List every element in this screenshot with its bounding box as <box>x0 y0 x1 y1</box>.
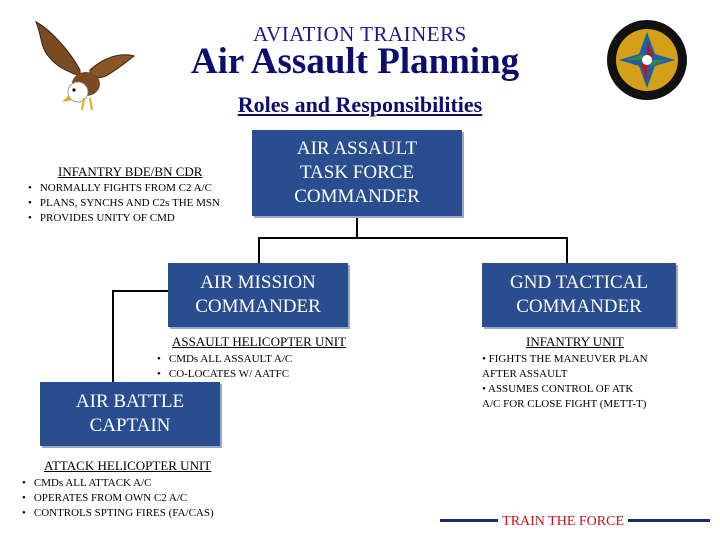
gtc-box: GND TACTICAL COMMANDER <box>482 263 676 327</box>
list-item: NORMALLY FIGHTS FROM C2 A/C <box>28 181 220 196</box>
list-item: CMDs ALL ASSAULT A/C <box>157 352 292 367</box>
infantry-unit-text: • FIGHTS THE MANEUVER PLAN AFTER ASSAULT… <box>482 352 648 411</box>
infantry-bde-list: NORMALLY FIGHTS FROM C2 A/C PLANS, SYNCH… <box>28 181 220 226</box>
list-item: PROVIDES UNITY OF CMD <box>28 211 220 226</box>
page-subtitle: Roles and Responsibilities <box>237 92 483 117</box>
connector-aatfc-down <box>356 216 358 238</box>
attack-unit-title: ATTACK HELICOPTER UNIT <box>44 458 212 473</box>
aatfc-box: AIR ASSAULT TASK FORCE COMMANDER <box>252 130 462 216</box>
connector-amc-drop <box>258 237 260 264</box>
abc-label: AIR BATTLE CAPTAIN <box>75 391 185 436</box>
amc-label: AIR MISSION COMMANDER <box>195 272 321 317</box>
assault-unit-list: CMDs ALL ASSAULT A/C CO-LOCATES W/ AATFC <box>157 352 292 382</box>
list-item: A/C FOR CLOSE FIGHT (METT-T) <box>482 397 647 410</box>
connector-gtc-drop <box>566 237 568 264</box>
footer-text: TRAIN THE FORCE <box>498 514 628 530</box>
connector-abc-drop <box>112 290 114 382</box>
list-item: OPERATES FROM OWN C2 A/C <box>22 491 214 506</box>
list-item: PLANS, SYNCHS AND C2s THE MSN <box>28 196 220 211</box>
infantry-unit-title: INFANTRY UNIT <box>526 334 624 349</box>
infantry-bde-title: INFANTRY BDE/BN CDR <box>58 164 203 179</box>
list-item: • FIGHTS THE MANEUVER PLAN <box>482 353 648 365</box>
aatfc-label: AIR ASSAULT TASK FORCE COMMANDER <box>294 138 420 207</box>
abc-box: AIR BATTLE CAPTAIN <box>40 382 220 446</box>
eagle-logo <box>35 20 136 111</box>
list-item: AFTER ASSAULT <box>482 367 568 380</box>
attack-unit-list: CMDs ALL ATTACK A/C OPERATES FROM OWN C2… <box>22 476 214 521</box>
amc-box: AIR MISSION COMMANDER <box>168 263 348 327</box>
unit-emblem <box>607 20 687 100</box>
connector-horizontal-top <box>258 237 568 239</box>
list-item: CONTROLS SPTING FIRES (FA/CAS) <box>22 506 214 521</box>
page-title: Air Assault Planning <box>190 41 520 82</box>
org-name: AVIATION TRAINERS <box>253 22 467 46</box>
list-item: • ASSUMES CONTROL OF ATK <box>482 382 634 395</box>
list-item: CMDs ALL ATTACK A/C <box>22 476 214 491</box>
gtc-label: GND TACTICAL COMMANDER <box>510 272 648 317</box>
connector-amc-left <box>112 290 168 292</box>
assault-unit-title: ASSAULT HELICOPTER UNIT <box>172 334 347 349</box>
list-item: CO-LOCATES W/ AATFC <box>157 367 292 382</box>
